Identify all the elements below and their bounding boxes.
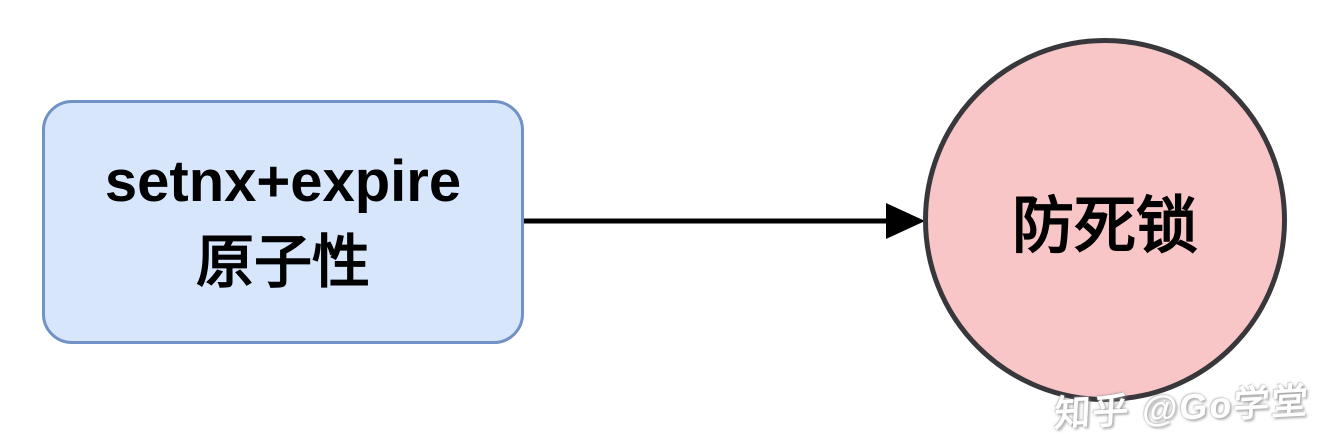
node-setnx-expire: setnx+expire 原子性 — [42, 100, 524, 344]
arrow-head-icon — [886, 203, 925, 239]
node-anti-deadlock: 防死锁 — [923, 38, 1287, 402]
arrow-connector — [524, 203, 925, 239]
node-label-line1: setnx+expire — [104, 149, 462, 214]
node-label: 防死锁 — [1011, 192, 1198, 261]
node-label-line2: 原子性 — [195, 230, 370, 295]
